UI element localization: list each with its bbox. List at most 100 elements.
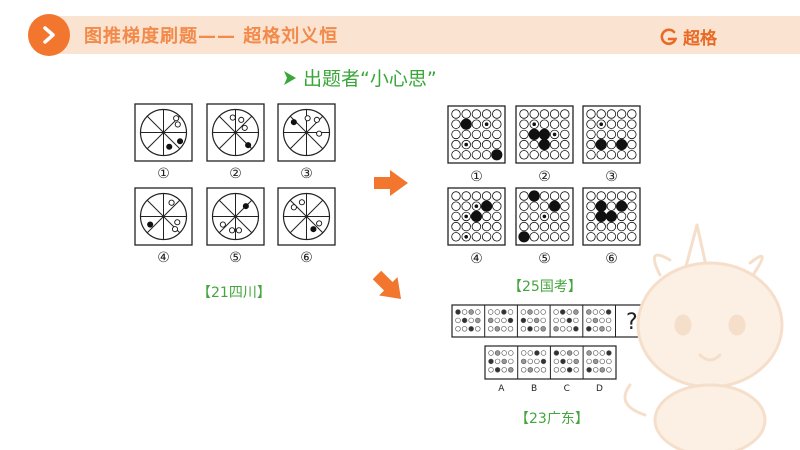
grid-dot (549, 150, 560, 160)
sector-dot (310, 226, 317, 233)
matrix-dot (606, 350, 612, 356)
grid-dot (627, 201, 637, 211)
grid-dot (586, 129, 596, 140)
grid-dot (528, 190, 540, 202)
matrix-dot (501, 326, 507, 332)
matrix-dot (507, 317, 514, 324)
matrix-dot (559, 317, 566, 324)
matrix-dot (494, 350, 501, 356)
grid-dot (539, 221, 550, 232)
matrix-dot (599, 309, 605, 315)
figure-caption: ① (157, 166, 170, 182)
header-title: 图推梯度刷题—— 超格刘义恒 (84, 26, 339, 47)
grid-dot (519, 129, 529, 140)
grid-dot (549, 139, 560, 150)
grid-dot (616, 119, 627, 129)
matrix-dot (494, 317, 500, 324)
matrix-dot (599, 367, 606, 373)
grid-dot (471, 109, 482, 119)
matrix-dot (534, 367, 540, 373)
grid-dot (492, 139, 502, 150)
sector-dot (290, 204, 297, 211)
matrix-dot (553, 326, 559, 332)
sector-figure-5: ⑤ (206, 187, 265, 266)
grid-dot (616, 200, 628, 212)
grid-dot (606, 129, 617, 140)
grid-dot (529, 232, 539, 242)
right-arrow-icon (374, 170, 408, 196)
matrix-dot (527, 317, 533, 324)
sector-dot (238, 116, 245, 123)
grid-dot (539, 109, 550, 119)
grid-dot (480, 200, 493, 212)
grid-dot (529, 201, 539, 211)
grid-dot (627, 221, 637, 232)
matrix-dot (586, 350, 592, 356)
dot-grid-figure-4: ④ (447, 187, 506, 267)
sector-dot (171, 226, 179, 233)
grid-dot (560, 191, 570, 201)
matrix-dot (605, 326, 612, 332)
grid-dot-inner (532, 122, 536, 126)
sector-figure-4: ④ (134, 187, 193, 266)
grid-dot (596, 129, 606, 140)
matrix-dot (455, 326, 461, 332)
matrix-dot (461, 309, 468, 315)
matrix-dot (540, 350, 547, 356)
grid-dot (471, 139, 482, 150)
matrix-dot (461, 317, 468, 324)
matrix-dot (540, 309, 546, 315)
matrix-dot (533, 317, 540, 324)
sector-dot (242, 203, 249, 210)
grid-dot (492, 191, 502, 201)
grid-dot (616, 150, 627, 160)
grid-dot (529, 211, 539, 222)
grid-dot (519, 211, 529, 222)
grid-dot (595, 210, 607, 223)
matrix-dot (520, 358, 527, 365)
dot-grid-figure-5: ⑤ (515, 187, 574, 267)
matrix-dot (599, 350, 606, 356)
grid-dot (616, 191, 627, 201)
sector-dot (168, 199, 175, 206)
sector-dot (219, 221, 226, 228)
grid-dot (492, 232, 502, 242)
grid-dot (606, 119, 617, 129)
matrix-dot (592, 326, 599, 332)
matrix-dot (501, 358, 507, 365)
matrix-dot (487, 326, 494, 332)
sector-dot (313, 116, 320, 123)
grid-dot (460, 118, 472, 130)
figure-caption: ③ (300, 166, 313, 182)
matrix-dot (494, 309, 500, 315)
matrix-dot (540, 326, 546, 332)
matrix-dot (468, 309, 474, 315)
label-21sichuan: 【21四川】 (197, 285, 271, 301)
figure-caption: ① (470, 169, 483, 185)
matrix-dot (593, 358, 599, 365)
matrix-dot (475, 317, 481, 324)
matrix-dot (566, 317, 573, 324)
matrix-dot (468, 326, 474, 332)
matrix-dot (586, 317, 592, 324)
sector-dot (166, 143, 173, 150)
sector-dot (241, 124, 248, 131)
grid-dot (451, 119, 461, 129)
down-right-arrow-icon (372, 270, 402, 300)
option-label: D (596, 384, 603, 394)
sector-dot (290, 119, 297, 126)
grid-dot (481, 211, 492, 222)
grid-dot (529, 139, 539, 150)
grid-dot (481, 232, 492, 242)
sector-dot (229, 227, 236, 234)
grid-dot (461, 191, 471, 201)
grid-dot (616, 221, 627, 232)
sector-dot (245, 142, 252, 149)
grid-dot (451, 232, 461, 242)
matrix-dot (593, 367, 599, 373)
grid-dot (461, 201, 471, 211)
label-23guangdong: 【23广东】 (515, 411, 589, 427)
